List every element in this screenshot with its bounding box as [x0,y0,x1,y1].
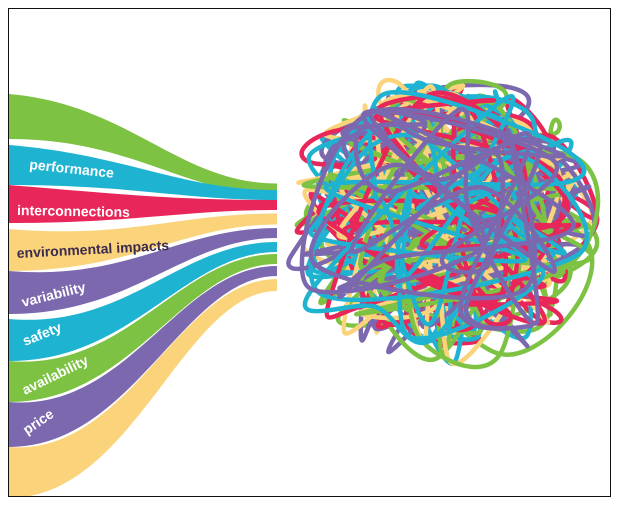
ribbon-label-environmental-impacts: environmental impacts [16,237,169,261]
ribbon-price [9,266,277,447]
ribbon-availability [9,254,277,402]
tangle-strand-purple-24 [299,107,576,331]
ribbon-yellow-bottom [9,279,277,496]
ribbon-environmental-impacts [9,213,277,271]
ribbon-performance [9,145,277,200]
tangle-illustration: performanceinterconnectionsenvironmental… [9,77,601,496]
ribbon-label-interconnections: interconnections [17,202,130,220]
ribbons-layer [9,94,277,496]
ribbon-variability [9,228,277,314]
ribbon-safety [9,242,277,361]
tangle-ball [286,77,601,370]
ribbon-green-top [9,94,277,195]
ribbon-interconnections [9,185,277,223]
